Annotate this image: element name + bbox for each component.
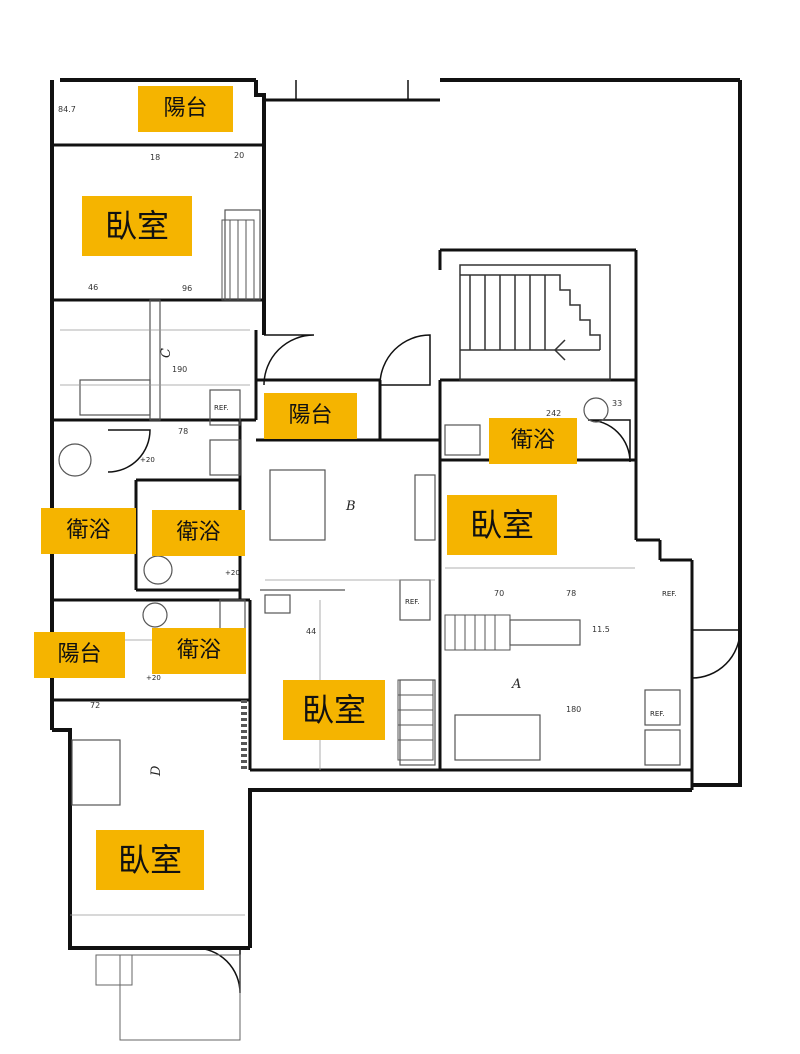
balcony-d-label: 陽台 — [34, 632, 125, 678]
plus20-label-2: +20 — [225, 569, 240, 577]
furniture — [58, 209, 681, 806]
dim-20: 20 — [234, 151, 244, 160]
ref-label-3: REF. — [650, 710, 664, 718]
ref-label-4: REF. — [662, 590, 676, 598]
plus20-label-1: +20 — [140, 456, 155, 464]
bath-c-left-label: 衛浴 — [41, 508, 136, 554]
dim-33: 33 — [612, 399, 622, 408]
unit-letter-d: D — [149, 765, 164, 777]
bedroom-c-label: 臥室 — [82, 196, 192, 256]
ref-label-2: REF. — [405, 598, 419, 606]
dimension-labels: 84.7 18 20 96 46 190 78 242 33 70 78 11.… — [58, 105, 622, 714]
bath-d-label: 衛浴 — [152, 628, 246, 674]
dim-84-7: 84.7 — [58, 105, 76, 114]
dim-78-c: 78 — [178, 427, 188, 436]
wardrobe-hatching — [221, 219, 511, 770]
dim-11-5: 11.5 — [592, 625, 610, 634]
outer-walls — [50, 78, 742, 950]
dim-18: 18 — [150, 153, 160, 162]
bath-a-label: 衛浴 — [489, 418, 577, 464]
unit-letter-a: A — [511, 677, 521, 692]
bedroom-a-label: 臥室 — [447, 495, 557, 555]
balcony-c-label: 陽台 — [138, 86, 233, 132]
dim-78-a: 78 — [566, 589, 576, 598]
dim-242: 242 — [546, 409, 561, 418]
dim-180: 180 — [566, 705, 581, 714]
bedroom-b-label: 臥室 — [283, 680, 385, 740]
balcony-outline-bottom — [95, 954, 241, 1041]
unit-letters: C B A D — [149, 348, 521, 777]
dim-96: 96 — [182, 284, 192, 293]
stairs — [459, 264, 611, 381]
balcony-b-label: 陽台 — [264, 393, 357, 439]
plus20-label-3: +20 — [146, 674, 161, 682]
bedroom-d-label: 臥室 — [96, 830, 204, 890]
dim-72: 72 — [90, 701, 100, 710]
fixture-labels: REF. REF. REF. REF. +20 +20 +20 — [140, 404, 676, 718]
dim-46: 46 — [88, 283, 98, 292]
unit-letter-c: C — [159, 348, 174, 358]
dim-190: 190 — [172, 365, 187, 374]
dim-70: 70 — [494, 589, 504, 598]
ref-label-1: REF. — [214, 404, 228, 412]
dim-44: 44 — [306, 627, 316, 636]
bath-c-right-label: 衛浴 — [152, 510, 245, 556]
unit-letter-b: B — [345, 499, 356, 514]
